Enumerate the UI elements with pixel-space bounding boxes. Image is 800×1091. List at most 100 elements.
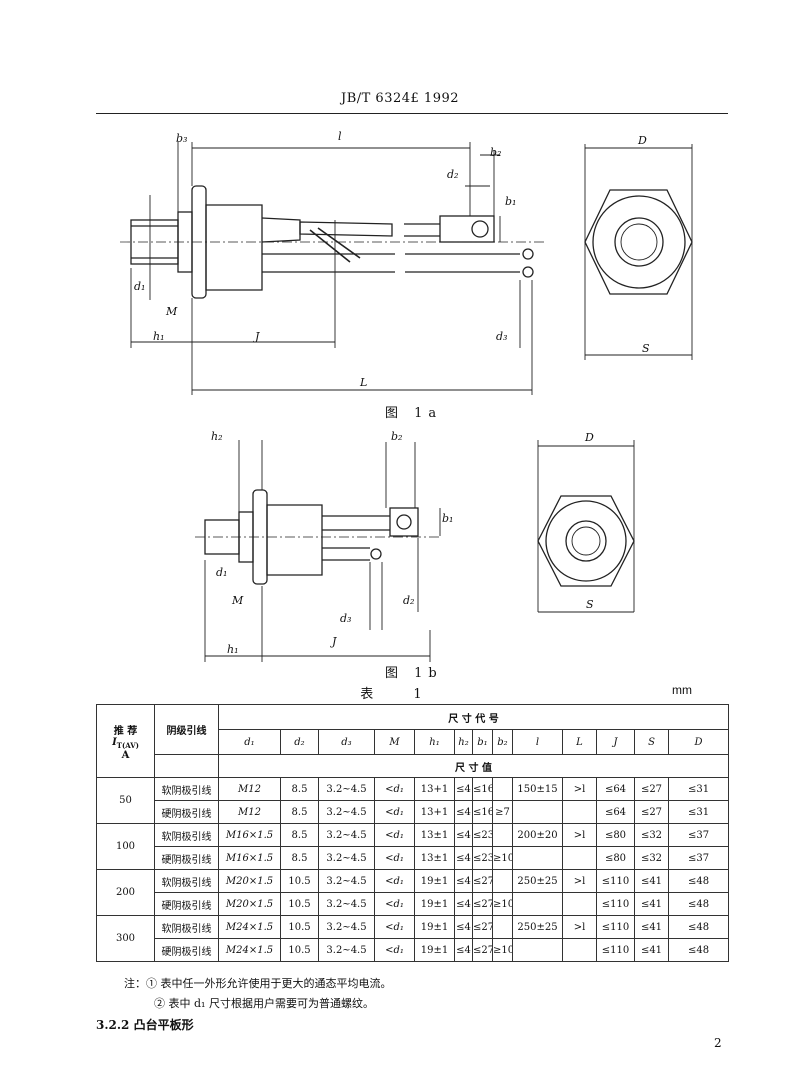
table-cell: ≤32 [634, 846, 669, 870]
table-cell: 3.2~4.5 [318, 869, 375, 893]
table-cell: ≤27 [634, 800, 669, 824]
table-cell: 8.5 [280, 846, 319, 870]
table-cell [512, 800, 563, 824]
table-cell: >l [562, 823, 597, 847]
row-cathode-type: 软阴极引线 [154, 777, 219, 801]
table-cell: 3.2~4.5 [318, 823, 375, 847]
table-cell: ≥10 [492, 938, 513, 962]
row-cathode-type: 硬阴极引线 [154, 938, 219, 962]
note-1: 注：① 表中任一外形允许使用于更大的通态平均电流。 [124, 977, 392, 990]
table-cell: ≥10 [492, 892, 513, 916]
head-col-L: L [562, 729, 597, 755]
row-cathode-type: 硬阴极引线 [154, 846, 219, 870]
table-cell: ≤37 [667, 823, 730, 847]
head-col-b2: b₂ [492, 729, 513, 755]
table-cell [562, 892, 597, 916]
fig1a-terminal-lug [439, 215, 495, 243]
fig1a-label-l: l [338, 130, 342, 143]
fig1a-hex-outline [584, 189, 693, 295]
table-cell: M20×1.5 [218, 892, 281, 916]
table-cell: ≤48 [667, 938, 730, 962]
fig1b-label-d3: d₃ [340, 612, 351, 625]
table-cell: ≤16 [472, 777, 493, 801]
table-cell: M20×1.5 [218, 869, 281, 893]
table-cell: ≤64 [596, 800, 635, 824]
fig1a-gate-ring-1 [522, 248, 534, 260]
fig1b-label-h2: h₂ [211, 430, 223, 443]
fig1b-label-D: D [584, 431, 594, 444]
fig1b-label-h1: h₁ [227, 643, 239, 656]
table-cell: ≤27 [472, 869, 493, 893]
table-cell: M12 [218, 800, 281, 824]
table-cell: 8.5 [280, 800, 319, 824]
head-cathode: 阴级引线 [154, 704, 219, 755]
fig1a-label-b3: b₃ [176, 132, 187, 145]
table-cell: <d₁ [374, 800, 415, 824]
row-current: 100 [96, 823, 155, 870]
table-cell: ≤110 [596, 915, 635, 939]
fig1a-label-b2: b₂ [490, 146, 501, 159]
table-cell: 13+1 [414, 800, 455, 824]
table-cell: M24×1.5 [218, 938, 281, 962]
table-cell [562, 800, 597, 824]
table-cell: 13+1 [414, 777, 455, 801]
head-col-M: M [374, 729, 415, 755]
table-cell: 19±1 [414, 915, 455, 939]
notes: 注：① 表中任一外形允许使用于更大的通态平均电流。 ② 表中 d₁ 尺寸根据用户… [124, 974, 392, 1014]
standard-number: JB/T 6324£ 1992 [340, 91, 460, 106]
fig1a-housing [205, 204, 263, 291]
page-number: 2 [714, 1036, 722, 1050]
head-col-d3: d₃ [318, 729, 375, 755]
table-cell: ≤4 [454, 892, 473, 916]
fig1a-label-L: L [359, 376, 367, 389]
table-cell: ≤4 [454, 846, 473, 870]
fig1a-side-view [120, 142, 545, 395]
table-cell: ≤80 [596, 846, 635, 870]
table-cell [512, 846, 563, 870]
fig1a-label-d2: d₂ [447, 168, 458, 181]
head-dimension-code: 尺 寸 代 号 [217, 704, 730, 730]
table-cell: ≤27 [472, 892, 493, 916]
fig1a-outer-circle [592, 195, 686, 289]
row-current: 300 [96, 915, 155, 962]
fig1a-label-b1: b₁ [505, 195, 516, 208]
table-cell: 250±25 [512, 915, 563, 939]
table-cell: 150±15 [512, 777, 563, 801]
fig1b-end-view [537, 440, 635, 613]
table-cell: ≤48 [667, 915, 730, 939]
fig1b-label-J: J [330, 635, 337, 648]
table-cell: M16×1.5 [218, 823, 281, 847]
table-cell: 8.5 [280, 823, 319, 847]
table-cell: ≤4 [454, 869, 473, 893]
table-cell: M24×1.5 [218, 915, 281, 939]
table-cell: 13±1 [414, 823, 455, 847]
table-cell: ≤4 [454, 938, 473, 962]
table-cell [492, 915, 513, 939]
fig1b-caption: 图 1b [385, 666, 443, 681]
row-cathode-type: 硬阴极引线 [154, 800, 219, 824]
fig1b-label-b1: b₁ [442, 512, 453, 525]
table-cell: <d₁ [374, 846, 415, 870]
fig1a-label-D: D [637, 134, 647, 147]
fig1a-label-J: J [253, 330, 260, 343]
table-cell: ≤48 [667, 869, 730, 893]
table-cell: ≤64 [596, 777, 635, 801]
head-dimension-value: 尺 寸 值 [217, 754, 730, 778]
table-cell: 13±1 [414, 846, 455, 870]
fig1b-hex-outline [537, 495, 635, 587]
table-cell: 10.5 [280, 869, 319, 893]
table-cell: 10.5 [280, 938, 319, 962]
table-cell: 10.5 [280, 915, 319, 939]
table-cell: ≤110 [596, 938, 635, 962]
row-current: 50 [96, 777, 155, 824]
table-cell: ≤27 [634, 777, 669, 801]
table-cell: 250±25 [512, 869, 563, 893]
head-col-D: D [667, 729, 730, 755]
table-cell: <d₁ [374, 915, 415, 939]
table-cell: ≤4 [454, 777, 473, 801]
